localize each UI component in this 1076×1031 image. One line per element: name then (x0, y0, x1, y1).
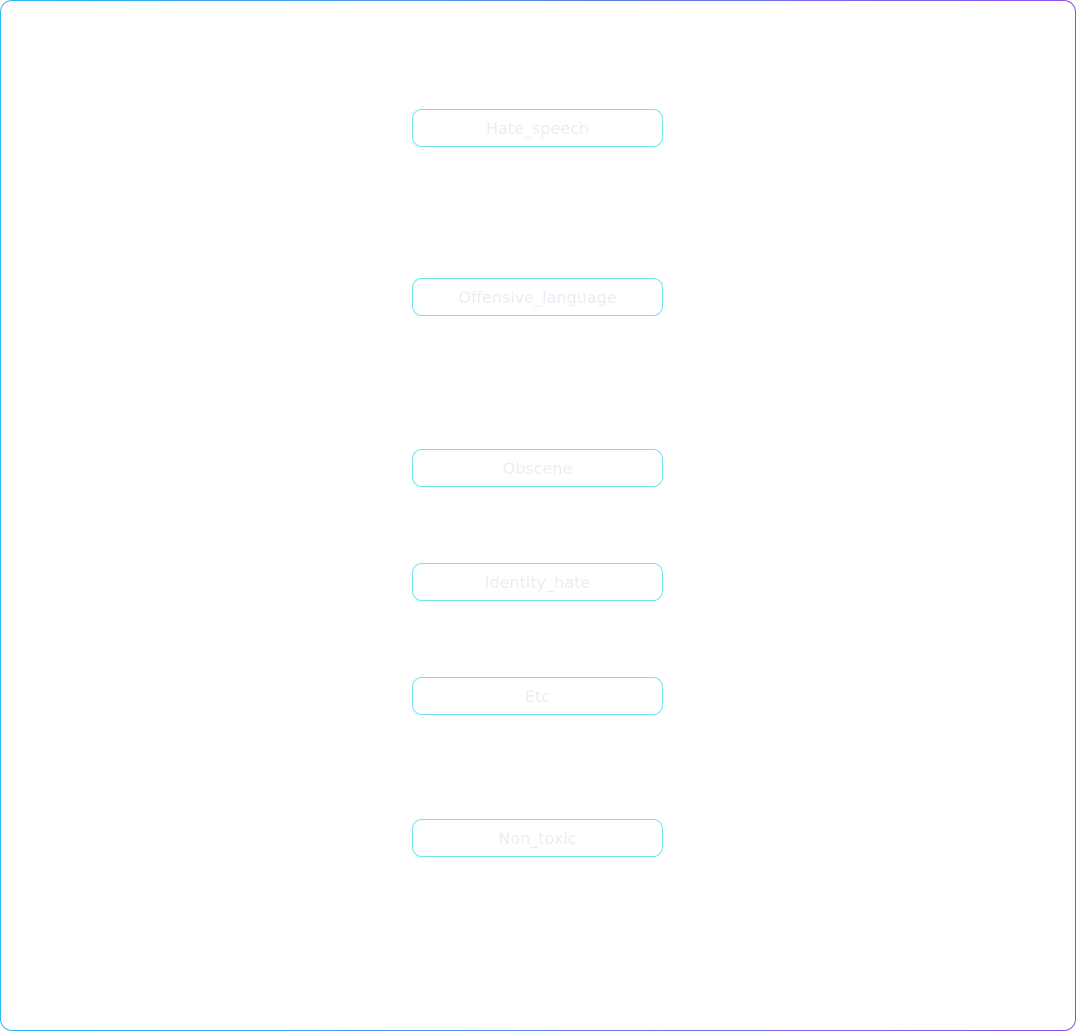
node-hate-speech: Hate_speech (412, 109, 663, 147)
node-non-toxic: Non_toxic (412, 819, 663, 857)
node-label: Obscene (502, 458, 573, 478)
node-offensive-language: Offensive_language (412, 278, 663, 316)
node-obscene: Obscene (412, 449, 663, 487)
node-etc: Etc (412, 677, 663, 715)
node-label: Etc (524, 686, 551, 706)
node-identity-hate: Identity_hate (412, 563, 663, 601)
node-label: Non_toxic (498, 828, 577, 848)
node-label: Offensive_language (458, 287, 617, 307)
node-label: Hate_speech (485, 118, 590, 138)
node-label: Identity_hate (484, 572, 591, 592)
